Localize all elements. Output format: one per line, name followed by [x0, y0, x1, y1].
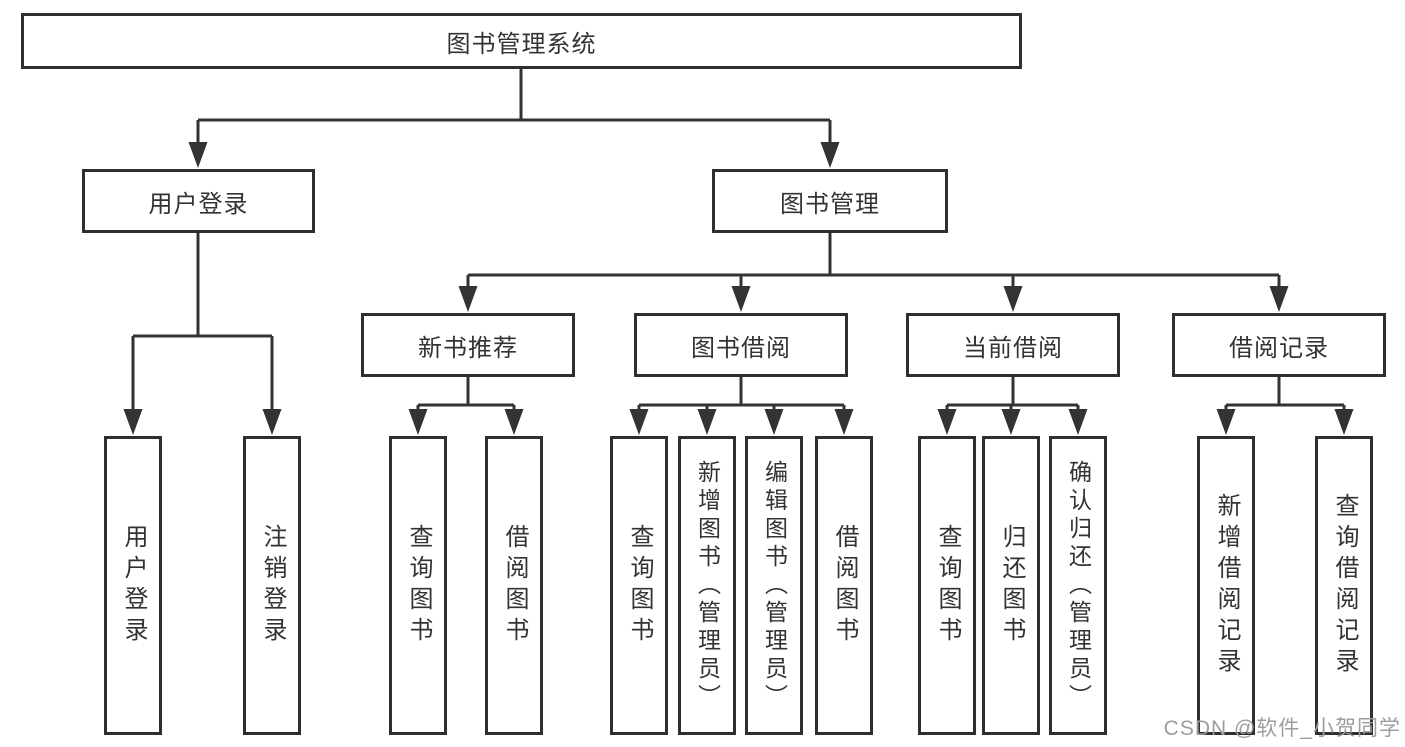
node-label: 借阅图书	[831, 523, 858, 648]
node-borrowing-records: 借阅记录	[1172, 313, 1386, 377]
node-label: 确认归还（管理员）	[1065, 459, 1092, 712]
node-label: 用户登录	[120, 523, 147, 648]
node-label: 查询图书	[934, 523, 961, 648]
leaf-edit-books-admin: 编辑图书（管理员）	[745, 436, 803, 735]
leaf-return-books: 归还图书	[982, 436, 1040, 735]
leaf-query-books-recommend: 查询图书	[389, 436, 447, 735]
node-label: 新书推荐	[418, 334, 518, 362]
leaf-borrow-books: 借阅图书	[815, 436, 873, 735]
node-label: 图书管理系统	[446, 30, 597, 58]
node-label: 查询借阅记录	[1331, 492, 1358, 679]
node-label: 查询图书	[405, 523, 432, 648]
node-new-book-recommendation: 新书推荐	[361, 313, 575, 377]
node-label: 图书管理	[780, 190, 880, 218]
node-label: 编辑图书（管理员）	[761, 459, 788, 712]
leaf-user-login: 用户登录	[104, 436, 162, 735]
node-library-management-system: 图书管理系统	[21, 13, 1022, 69]
node-current-borrowing: 当前借阅	[906, 313, 1120, 377]
leaf-add-borrowing-record: 新增借阅记录	[1197, 436, 1255, 735]
node-label: 新增借阅记录	[1213, 492, 1240, 679]
node-label: 新增图书（管理员）	[694, 459, 721, 712]
csdn-watermark: CSDN @软件_小贺同学	[1163, 717, 1401, 740]
leaf-query-borrowing-record: 查询借阅记录	[1315, 436, 1373, 735]
leaf-query-books-borrowing: 查询图书	[610, 436, 668, 735]
node-label: 借阅图书	[501, 523, 528, 648]
node-label: 用户登录	[148, 190, 249, 218]
leaf-logout: 注销登录	[243, 436, 301, 735]
node-book-management-branch: 图书管理	[712, 169, 948, 233]
node-label: 查询图书	[626, 523, 653, 648]
node-label: 注销登录	[259, 523, 286, 648]
leaf-borrow-books-recommend: 借阅图书	[485, 436, 543, 735]
node-label: 当前借阅	[963, 334, 1063, 362]
node-book-borrowing: 图书借阅	[634, 313, 848, 377]
leaf-query-books-current: 查询图书	[918, 436, 976, 735]
leaf-confirm-return-admin: 确认归还（管理员）	[1049, 436, 1107, 735]
node-label: 归还图书	[998, 523, 1025, 648]
leaf-add-books-admin: 新增图书（管理员）	[678, 436, 736, 735]
node-user-login-branch: 用户登录	[82, 169, 315, 233]
node-label: 借阅记录	[1229, 334, 1329, 362]
node-label: 图书借阅	[691, 334, 791, 362]
